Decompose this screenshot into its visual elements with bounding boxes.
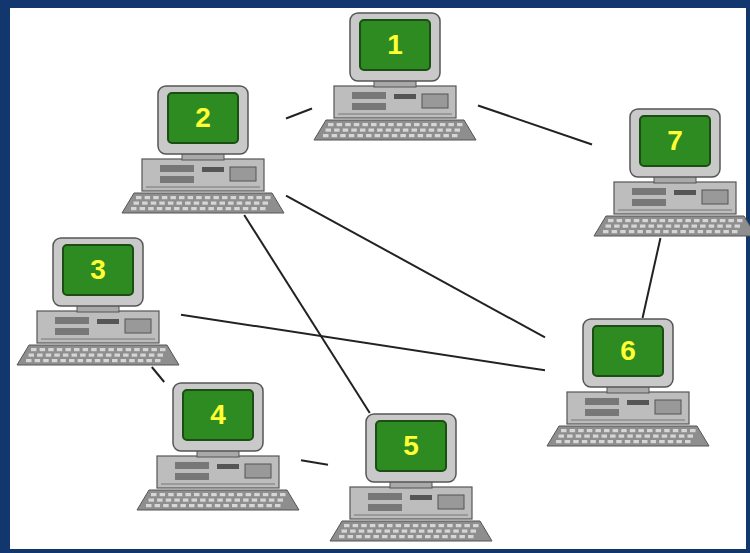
computer: 3 xyxy=(15,237,181,367)
monitor-screen: 2 xyxy=(169,94,237,142)
network-cable xyxy=(301,460,328,464)
network-cable xyxy=(286,196,545,338)
computer-number: 3 xyxy=(90,256,106,284)
computer-number: 6 xyxy=(620,337,636,365)
monitor-screen: 4 xyxy=(184,391,252,439)
monitor-screen: 5 xyxy=(377,422,445,470)
monitor-screen: 7 xyxy=(641,117,709,165)
computer: 2 xyxy=(120,85,286,215)
computer: 6 xyxy=(545,318,711,448)
network-cable xyxy=(286,109,312,119)
network-cable xyxy=(152,367,164,382)
monitor-screen: 3 xyxy=(64,246,132,294)
computer: 5 xyxy=(328,413,494,543)
computer-number: 2 xyxy=(195,104,211,132)
monitor-screen: 1 xyxy=(361,21,429,69)
network-cable xyxy=(181,315,545,371)
computer: 1 xyxy=(312,12,478,142)
computer: 4 xyxy=(135,382,301,512)
computer-number: 7 xyxy=(667,127,683,155)
network-cable xyxy=(244,215,370,413)
computer: 7 xyxy=(592,108,750,238)
network-cable xyxy=(478,105,592,144)
computer-number: 1 xyxy=(387,31,403,59)
computer-number: 4 xyxy=(210,401,226,429)
computer-number: 5 xyxy=(403,432,419,460)
network-cable xyxy=(643,238,661,318)
monitor-screen: 6 xyxy=(594,327,662,375)
